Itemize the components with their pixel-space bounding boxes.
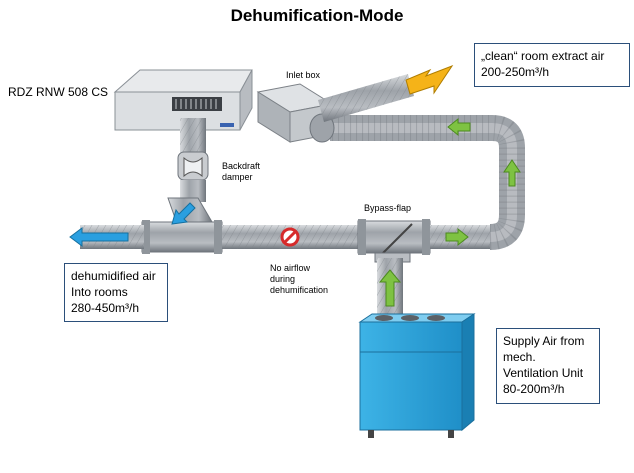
- supply-air-title: Supply Air from: [503, 334, 585, 348]
- dehumidified-air-arrow-icon: [69, 227, 129, 247]
- inlet-box: [256, 83, 335, 143]
- backdraft-damper: [177, 151, 209, 202]
- supply-air-box: Supply Air from mech. Ventilation Unit 8…: [496, 328, 600, 404]
- supply-air-rate: 80-200m³/h: [503, 382, 565, 396]
- dehumidified-air-rate: 280-450m³/h: [71, 301, 140, 315]
- dehumidified-air-subtitle: Into rooms: [71, 285, 128, 299]
- dehumidified-air-box: dehumidified air Into rooms 280-450m³/h: [64, 263, 168, 322]
- extract-air-box: „clean“ room extract air 200-250m³/h: [474, 43, 630, 87]
- bypass-flap-label: Bypass-flap: [364, 203, 412, 213]
- loop-arrow-top-icon: [447, 117, 471, 137]
- extract-air-arrow-icon: [405, 64, 454, 95]
- supply-arrow-icon: [378, 269, 402, 307]
- t-piece-arrow-icon: [171, 202, 196, 225]
- backdraft-damper-label: Backdraft damper: [222, 161, 261, 182]
- dehumidifier-unit: [113, 69, 253, 131]
- no-airflow-label: No airflow during dehumification: [270, 263, 329, 295]
- extract-air-title: „clean“ room extract air: [481, 49, 605, 63]
- t-piece: [141, 197, 223, 254]
- ventilation-unit: [358, 313, 476, 438]
- extract-air-rate: 200-250m³/h: [481, 65, 550, 79]
- unit-model-label: RDZ RNW 508 CS: [8, 85, 109, 99]
- inlet-box-label: Inlet box: [286, 70, 321, 80]
- page-title: Dehumification-Mode: [230, 6, 404, 25]
- no-airflow-icon: [280, 227, 300, 247]
- dehumidified-air-title: dehumidified air: [71, 269, 156, 283]
- loop-arrow-right-icon: [503, 159, 521, 187]
- bypass-flap: [357, 219, 431, 263]
- supply-air-line3: Ventilation Unit: [503, 366, 584, 380]
- bypass-arrow-icon: [445, 227, 469, 247]
- supply-air-line2: mech.: [503, 350, 536, 364]
